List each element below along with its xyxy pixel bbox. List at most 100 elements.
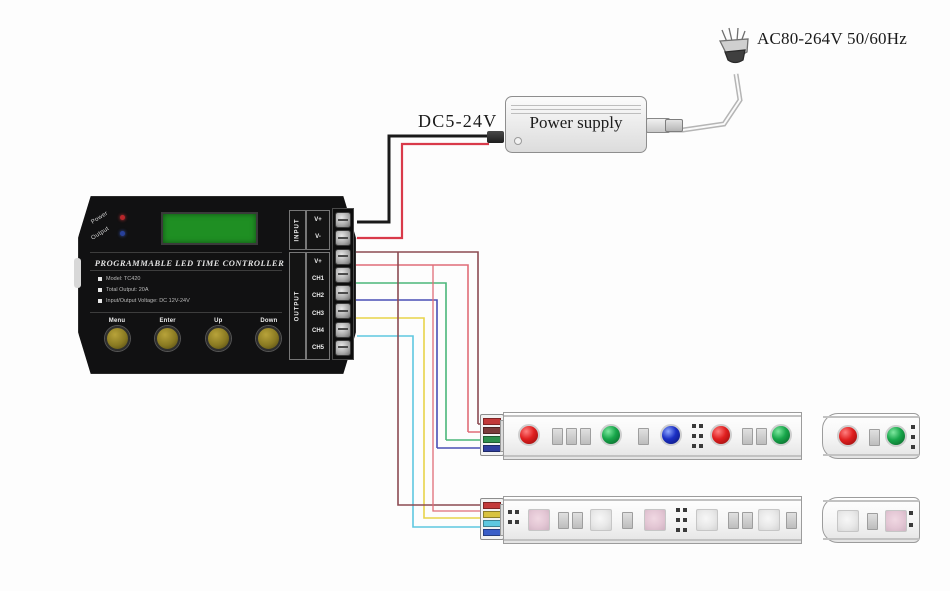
led-red [837,425,859,447]
output-led-indicator [120,231,125,236]
strip-rail [504,499,801,501]
up-button-cap[interactable] [205,326,231,351]
resistor [566,428,577,445]
smd-led [644,509,666,531]
resistor [572,512,583,529]
strip-rail [504,455,801,457]
smd-led [837,510,859,532]
resistor [786,512,797,529]
input-terminal-legend: INPUT [289,210,306,250]
wire-strip-common-vplus [356,251,479,424]
wire-ch2-green [356,282,447,440]
solder-pad-group [508,506,520,534]
smd-led [696,509,718,531]
dc-output-label: DC5-24V [418,111,498,131]
up-button-label: Up [214,318,223,324]
screw-terminal[interactable] [335,339,351,356]
screw-terminal[interactable] [335,285,351,302]
wire-bottom-vplus [397,252,495,506]
pin-label-ch3: CH3 [311,310,324,317]
screw-terminal-block[interactable] [332,208,354,360]
bottom-led-strip [503,496,802,544]
down-button-cap[interactable] [256,326,282,351]
enter-button[interactable]: Enter [149,318,187,351]
output-terminal-legend: OUTPUT [289,252,306,360]
power-led-indicator [120,215,125,220]
led-red [518,424,540,446]
button-row: Menu Enter Up Down [98,318,288,351]
screw-terminal[interactable] [335,230,351,247]
output-legend-text: OUTPUT [294,290,301,322]
top-led-strip [503,412,802,460]
controller-brand-text: PROGRAMMABLE LED TIME CONTROLLER [94,258,285,268]
divider [90,312,282,313]
down-button[interactable]: Down [250,318,288,351]
resistor [742,428,753,445]
screw-terminal[interactable] [335,321,351,338]
resistor [552,428,563,445]
strip-rail [823,500,919,502]
wire-ch1-red [356,264,469,432]
menu-button[interactable]: Menu [98,318,136,351]
pin-label-vminus: V- [315,234,321,241]
cut-pad-group [911,423,923,451]
psu-screw-hole [514,137,522,145]
conn-pin-blue [483,445,501,452]
cut-pad-group [692,422,704,450]
screw-terminal[interactable] [335,212,351,229]
resistor [622,512,633,529]
conn-pin-red [483,418,501,425]
pin-label-vplus: V+ [314,258,322,265]
resistor [638,428,649,445]
up-button[interactable]: Up [199,318,237,351]
strip-rail [823,538,919,540]
resistor [580,428,591,445]
menu-button-cap[interactable] [104,326,130,351]
led-blue [660,424,682,446]
pin-label-vplus: V+ [314,216,322,223]
conn-pin-blue [483,529,501,536]
dc-plug-connector [487,131,504,143]
conn-pin-yellow [483,511,501,518]
pin-label-ch2: CH2 [311,293,324,300]
resistor [558,512,569,529]
led-green [770,424,792,446]
strip-rail [823,416,919,418]
psu-fin [511,109,641,110]
input-legend-text: INPUT [294,218,301,242]
input-pin-column: V+ V- [306,210,330,250]
bottom-led-strip-cut-piece [822,497,920,543]
resistor [869,429,880,446]
power-supply-label: Power supply [529,113,623,132]
controller-side-slot [74,258,81,288]
led-red [710,424,732,446]
screw-terminal[interactable] [335,266,351,283]
smd-led [590,509,612,531]
strip-rail [504,415,801,417]
spec-item: Total Output: 20A [98,285,190,296]
screw-terminal[interactable] [335,303,351,320]
strip-rail [823,454,919,456]
power-supply: Power supply [505,96,683,153]
lcd-display [161,212,258,245]
enter-button-cap[interactable] [155,326,181,351]
conn-pin-darkred [483,427,501,434]
enter-button-label: Enter [159,318,176,324]
controller-spec-list: Model: TC420 Total Output: 20A Input/Out… [98,274,190,307]
ac-plug-icon [718,27,749,64]
resistor [756,428,767,445]
ac-input-label: AC80-264V 50/60Hz [757,29,907,48]
cut-pad-group [676,506,688,534]
resistor [742,512,753,529]
led-green [600,424,622,446]
down-button-label: Down [260,318,278,324]
cut-pad-group [909,507,921,535]
psu-fin [511,105,641,106]
wire-dc-positive [356,142,489,240]
screw-terminal[interactable] [335,248,351,265]
spec-item: Input/Output Voltage: DC 12V-24V [98,296,190,307]
pin-label-ch1: CH1 [311,275,324,282]
resistor [867,513,878,530]
